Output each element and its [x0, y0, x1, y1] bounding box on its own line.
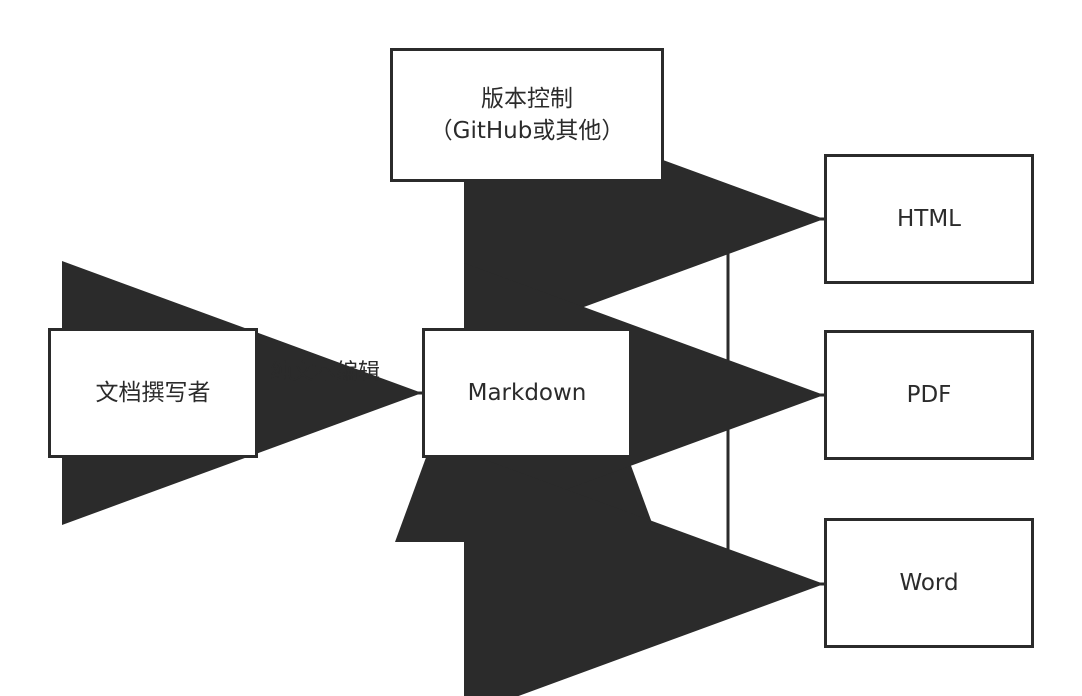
node-word-label: Word	[899, 569, 959, 596]
node-html: HTML	[824, 154, 1034, 284]
node-version-control-title: 版本控制	[481, 85, 573, 112]
node-markdown: Markdown	[422, 328, 632, 458]
node-pdf: PDF	[824, 330, 1034, 460]
node-markdown-label: Markdown	[467, 379, 587, 406]
node-document-writer: 文档撰写者	[48, 328, 258, 458]
node-word: Word	[824, 518, 1034, 648]
edge-label-plain-text-editing: 纯文本编辑	[270, 360, 381, 385]
node-pdf-label: PDF	[906, 381, 952, 408]
node-html-label: HTML	[896, 205, 961, 232]
node-document-writer-label: 文档撰写者	[95, 379, 211, 406]
node-version-control-subtitle: （GitHub或其他）	[429, 118, 625, 144]
node-version-control: 版本控制 （GitHub或其他）	[390, 48, 664, 182]
